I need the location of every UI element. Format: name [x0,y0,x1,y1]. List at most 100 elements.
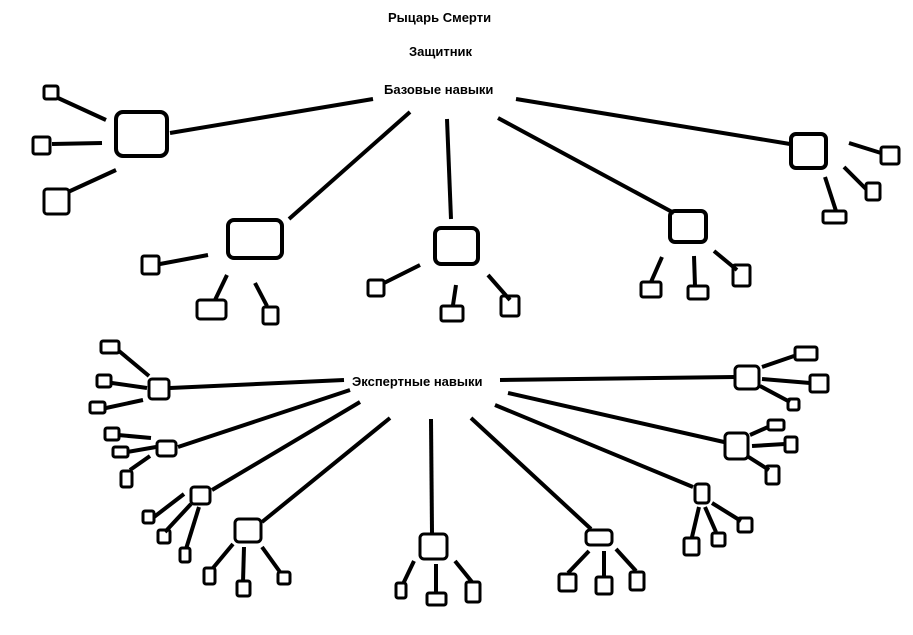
page-title: Рыцарь Смерти [388,10,492,26]
skill-node[interactable] [147,377,171,401]
connector [842,165,868,191]
skill-leaf[interactable] [682,536,701,557]
skill-node[interactable] [733,364,761,391]
skill-leaf[interactable] [879,145,901,166]
skill-node[interactable] [114,110,169,158]
skill-node[interactable] [233,517,263,544]
skill-leaf[interactable] [639,280,663,299]
skill-leaf[interactable] [394,581,408,600]
skill-leaf[interactable] [141,509,156,525]
connector [453,559,474,584]
connector [117,349,151,378]
connector [761,354,795,369]
skill-node[interactable] [226,218,284,260]
skill-node[interactable] [668,209,708,244]
skill-leaf[interactable] [686,284,710,301]
skill-leaf[interactable] [464,580,482,604]
skill-leaf[interactable] [793,345,819,362]
connector [159,253,209,266]
connector [253,282,269,307]
connector [213,274,229,301]
connector [690,506,701,538]
connector [761,377,811,385]
skill-leaf[interactable] [103,426,121,442]
skill-leaf[interactable] [557,572,578,593]
connector [823,176,838,212]
skill-leaf[interactable] [786,397,801,412]
skill-leaf[interactable] [731,263,752,288]
skill-leaf[interactable] [439,304,465,323]
connector [105,398,144,410]
skill-node[interactable] [693,482,711,505]
skill-leaf[interactable] [821,209,848,225]
skill-leaf[interactable] [31,135,52,156]
skill-node[interactable] [155,439,178,458]
connector [169,378,345,390]
connector [759,384,791,404]
connector [210,400,362,492]
skill-leaf[interactable] [425,591,448,607]
skill-node[interactable] [723,431,750,461]
skill-leaf[interactable] [764,464,781,486]
skill-leaf[interactable] [864,181,882,202]
connector [445,118,453,220]
connector [117,433,152,440]
basic-connectors [51,96,882,307]
skill-leaf[interactable] [140,254,161,276]
skill-leaf[interactable] [366,278,386,298]
connector [469,416,593,531]
skill-leaf[interactable] [178,546,192,564]
connector [126,445,157,454]
connector [703,506,718,533]
skill-leaf[interactable] [628,570,646,592]
skill-leaf[interactable] [261,305,280,326]
skill-leaf[interactable] [808,373,830,394]
skill-leaf[interactable] [202,566,217,586]
skill-leaf[interactable] [111,445,130,459]
skill-leaf[interactable] [235,579,252,598]
skill-node[interactable] [418,532,449,561]
connector [128,454,152,472]
skill-leaf[interactable] [42,84,60,101]
skill-leaf[interactable] [95,373,113,389]
skill-leaf[interactable] [99,339,121,355]
skill-leaf[interactable] [736,516,754,534]
skill-leaf[interactable] [783,435,799,454]
connector [649,256,664,283]
connector [401,560,416,585]
skill-leaf[interactable] [710,531,727,548]
connector [515,97,791,146]
connector [751,442,786,448]
skill-leaf[interactable] [88,400,107,415]
connector [494,403,694,489]
connector [163,502,193,534]
connector [429,418,434,534]
skill-leaf[interactable] [42,187,71,216]
connector [614,547,638,573]
skill-leaf[interactable] [276,570,292,586]
connector [241,546,246,583]
skill-node[interactable] [189,485,212,506]
connector [451,284,458,306]
skill-leaf[interactable] [195,298,228,321]
skill-node[interactable] [584,528,614,547]
skill-leaf[interactable] [499,294,521,318]
skill-node[interactable] [789,132,828,170]
basic-nodes [31,84,901,326]
skill-leaf[interactable] [594,575,614,596]
connector [211,542,235,570]
connector [51,141,103,146]
connector [260,545,282,574]
skill-leaf[interactable] [119,469,134,489]
connector [497,116,675,215]
basic-skills-label: Базовые навыки [384,82,494,98]
connector [507,391,725,444]
connector [287,110,412,221]
skill-leaf[interactable] [766,418,786,432]
page-subtitle: Защитник [409,44,473,60]
connector [184,506,201,550]
skill-node[interactable] [433,226,480,266]
skill-leaf[interactable] [156,528,172,545]
connector [383,263,421,285]
